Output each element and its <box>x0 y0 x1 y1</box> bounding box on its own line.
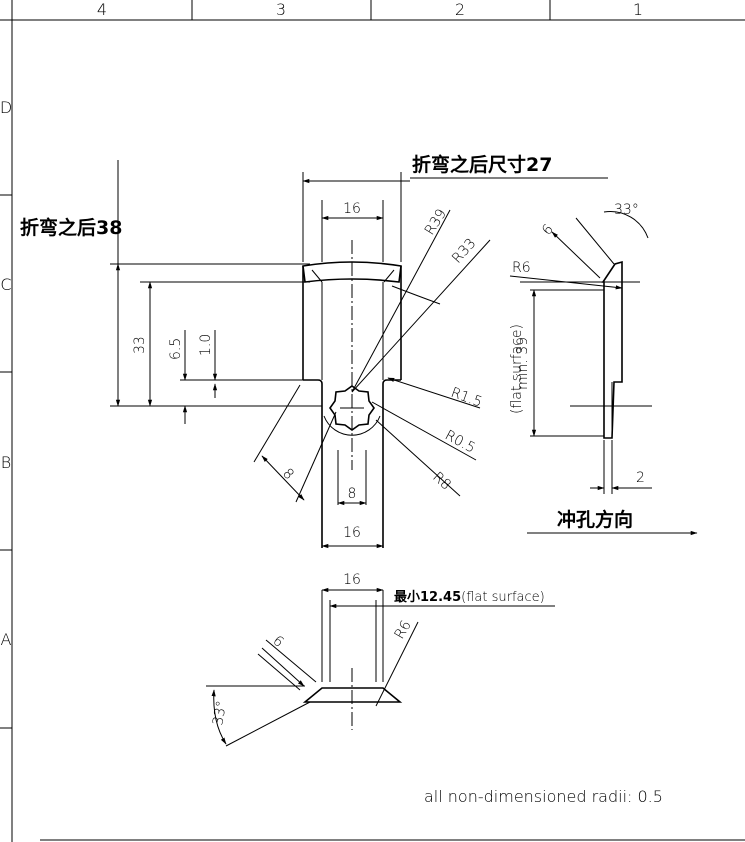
dim-width-top: 16 <box>343 201 361 217</box>
row-label-a: A <box>1 630 12 649</box>
note-general-radii: all non-dimensioned radii: 0.5 <box>424 787 663 806</box>
dim-r39: R39 <box>422 206 450 238</box>
dim-bottom-flat-surface: (flat surface) <box>461 590 545 605</box>
dim-side-6: 6 <box>539 221 557 238</box>
column-labels: 4 3 2 1 <box>97 0 643 19</box>
row-label-b: B <box>1 453 11 472</box>
note-punch-direction: 冲孔方向 <box>557 508 633 531</box>
bottom-view-outline <box>302 687 403 703</box>
front-view: 16 R39 R33 33 6.5 1.0 R1.5 R0.5 R8 <box>110 160 491 549</box>
dim-side-thickness: 2 <box>636 470 645 486</box>
dim-1-0: 1.0 <box>198 334 214 356</box>
column-label-4: 4 <box>97 0 107 19</box>
dim-flat-surface: (flat surface) <box>509 324 525 414</box>
front-view-bent-band <box>302 261 402 283</box>
dim-height-33: 33 <box>132 336 148 354</box>
note-after-bend-38: 折弯之后38 <box>20 216 122 239</box>
column-label-3: 3 <box>276 0 286 19</box>
dim-r0-5: R0.5 <box>442 427 478 456</box>
side-view: min. 39 (flat surface) R6 6 33° 2 <box>509 202 652 494</box>
bottom-view: 16 最小12.45(flat surface) R6 6 33° <box>206 572 555 747</box>
column-label-1: 1 <box>633 0 643 19</box>
dim-bottom-16: 16 <box>343 572 361 588</box>
dim-min-39: min. 39 <box>515 337 531 390</box>
note-after-bend-27: 折弯之后尺寸27 <box>412 153 552 176</box>
dim-center-8: 8 <box>348 486 357 502</box>
dim-bottom-min-flat: 最小12.45(flat surface) <box>394 590 545 605</box>
dim-side-r6: R6 <box>512 260 531 276</box>
front-view-left-notch <box>303 379 323 548</box>
row-label-c: C <box>0 275 11 294</box>
dim-width-bottom: 16 <box>343 525 361 541</box>
side-view-outline <box>601 260 623 439</box>
dim-bottom-angle: 33° <box>210 699 230 726</box>
dim-6-5: 6.5 <box>168 338 184 360</box>
row-label-d: D <box>0 98 12 117</box>
dim-bottom-r6: R6 <box>392 618 415 642</box>
dim-r1-5: R1.5 <box>449 385 485 411</box>
dim-side-angle: 33° <box>614 202 639 218</box>
dim-r33: R33 <box>449 235 479 266</box>
row-labels: D C B A <box>0 98 12 649</box>
dim-bottom-min-flat-value: 最小12.45 <box>394 590 461 605</box>
dim-r8: R8 <box>429 469 454 493</box>
dim-diag-8: 8 <box>279 466 297 484</box>
front-view-right-notch <box>382 379 401 548</box>
column-label-2: 2 <box>455 0 465 19</box>
dim-bottom-6: 6 <box>269 633 286 651</box>
